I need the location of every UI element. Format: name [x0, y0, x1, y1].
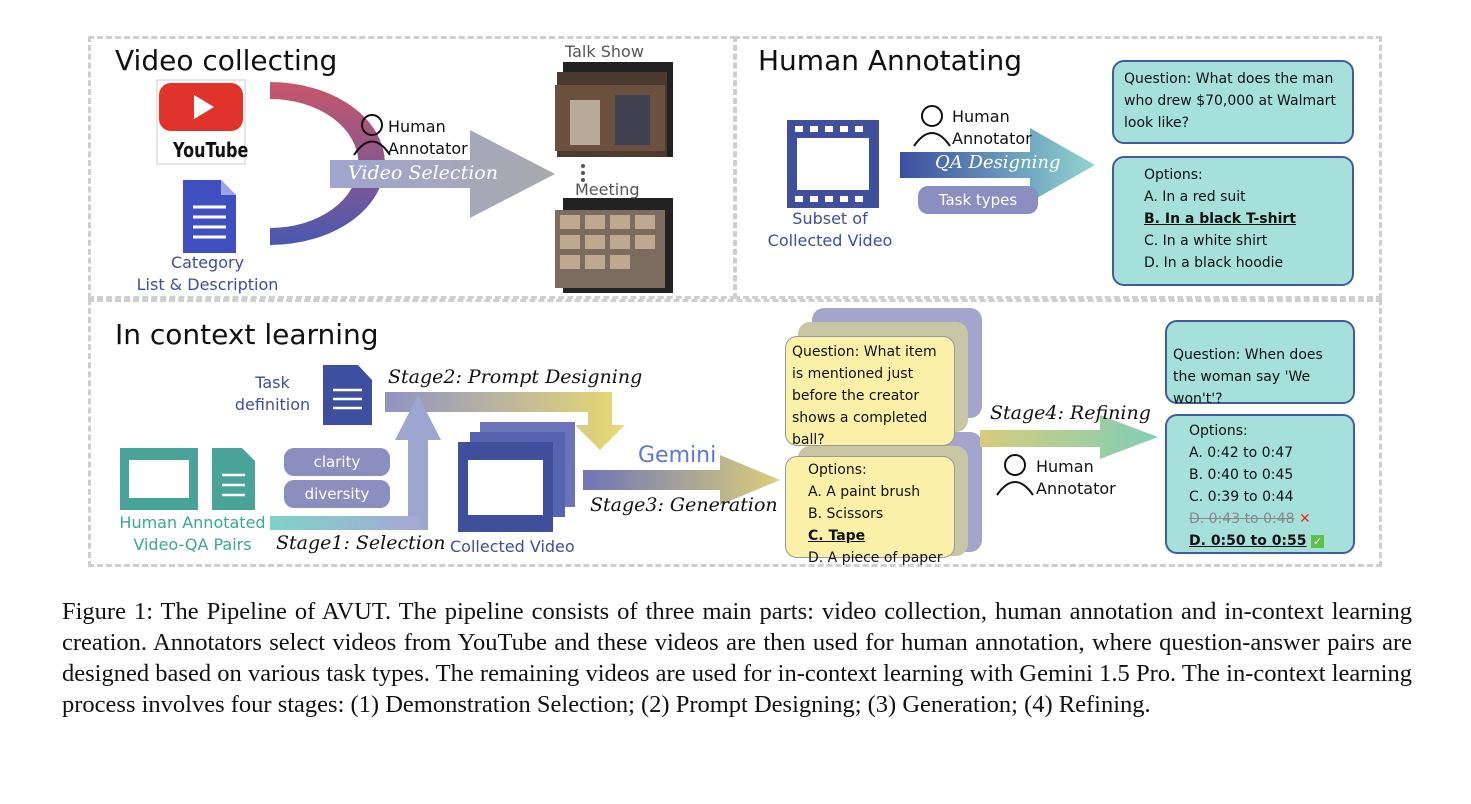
option: C. In a white shirt: [1144, 233, 1268, 249]
question-box: Question: What does the man who drew $70…: [1112, 60, 1354, 144]
category-line2: List & Description: [136, 275, 279, 294]
option: B. 0:40 to 0:45: [1189, 467, 1294, 483]
talk-show-label: Talk Show: [565, 42, 644, 61]
task-line2: definition: [234, 395, 311, 414]
gemini-logo: Gemini: [638, 443, 717, 468]
task-types-pill: Task types: [918, 186, 1038, 214]
subset-label: Subset of Collected Video: [760, 208, 900, 252]
stage1-label: Stage1: Selection: [276, 532, 446, 554]
talk-show-thumbnail: [555, 62, 673, 157]
option-correct: D. 0:50 to 0:55: [1189, 533, 1307, 549]
generated-options-box: Options: A. A paint brush B. Scissors C.…: [785, 456, 955, 566]
refined-question-box: Question: When does the woman say 'We wo…: [1165, 320, 1355, 407]
option: A. 0:42 to 0:47: [1189, 445, 1294, 461]
stage4-label: Stage4: Refining: [990, 402, 1151, 424]
teal-document-icon: [212, 448, 255, 510]
cross-mark-icon: ✕: [1298, 511, 1311, 527]
task-line1: Task: [255, 373, 290, 392]
youtube-logo-icon: [156, 79, 246, 165]
generated-question-box: Question: What item is mentioned just be…: [785, 336, 955, 448]
annotator-line2: Annotator: [1036, 479, 1116, 498]
annotator-line1: Human: [1036, 457, 1094, 476]
options-box: Options: A. In a red suit B. In a black …: [1112, 156, 1354, 286]
option: D. In a black hoodie: [1144, 255, 1284, 271]
human-annotating-panel: [734, 36, 1382, 299]
youtube-label: YouTube: [173, 138, 249, 162]
stage2-arrow: [385, 392, 625, 450]
stage1-arrow: [270, 395, 441, 530]
document-icon: [183, 180, 236, 253]
category-line1: Category: [170, 253, 245, 272]
pairs-line1: Human Annotated: [119, 513, 266, 532]
task-definition-label: Task definition: [230, 372, 315, 416]
stage2-label: Stage2: Prompt Designing: [388, 366, 643, 388]
option-correct: B. In a black T-shirt: [1144, 211, 1296, 227]
annotator-line1: Human: [952, 107, 1010, 126]
option: A. A paint brush: [808, 484, 921, 500]
stage4-arrow: [980, 415, 1158, 459]
option: A. In a red suit: [1144, 189, 1246, 205]
refined-options-box: Options: A. 0:42 to 0:47 B. 0:40 to 0:45…: [1165, 414, 1355, 554]
option-correct: C. Tape: [808, 528, 866, 544]
panel-title: In context learning: [115, 318, 379, 351]
annotator-line2: Annotator: [388, 139, 468, 158]
pairs-line2: Video-QA Pairs: [133, 535, 252, 554]
person-icon: [913, 105, 951, 147]
panel-title: Video collecting: [115, 44, 338, 77]
film-icon: [787, 120, 879, 208]
video-selection-label: Video Selection: [348, 162, 498, 184]
person-icon: [353, 114, 391, 156]
option-rejected: D. 0:43 to 0:48: [1189, 511, 1295, 527]
video-selection-arrow: [330, 130, 555, 218]
option: D. A piece of paper: [808, 550, 943, 566]
figure-caption: Figure 1: The Pipeline of AVUT. The pipe…: [62, 598, 1412, 718]
diversity-pill: diversity: [284, 480, 390, 508]
subset-line2: Collected Video: [767, 231, 893, 250]
qa-designing-label: QA Designing: [935, 152, 1061, 173]
clarity-pill: clarity: [284, 448, 390, 476]
options-title: Options:: [1189, 423, 1248, 439]
option: B. Scissors: [808, 506, 884, 522]
stage3-label: Stage3: Generation: [590, 494, 778, 516]
stage1-arrow-tail: [270, 516, 420, 530]
ellipsis-dots: [581, 164, 585, 182]
annotator-line1: Human: [388, 117, 446, 136]
in-context-learning-panel: [88, 299, 1382, 567]
option: C. 0:39 to 0:44: [1189, 489, 1294, 505]
collected-video-stack-icon: [458, 422, 575, 532]
collected-video-label: Collected Video: [450, 537, 575, 556]
merge-arc: [270, 82, 385, 245]
options-title: Options:: [1144, 167, 1203, 183]
annotator-line2: Annotator: [952, 129, 1032, 148]
qa-designing-arrow: [900, 128, 1095, 202]
teal-film-icon: [120, 448, 198, 510]
meeting-thumbnail: [555, 198, 673, 293]
options-title: Options:: [808, 462, 867, 478]
meeting-label: Meeting: [575, 180, 640, 199]
check-mark-icon: ✓: [1310, 535, 1325, 548]
task-document-icon: [323, 365, 372, 425]
subset-line1: Subset of: [792, 209, 868, 228]
stage3-arrow: [583, 455, 780, 505]
person-icon: [996, 454, 1034, 496]
panel-title: Human Annotating: [758, 44, 1023, 77]
